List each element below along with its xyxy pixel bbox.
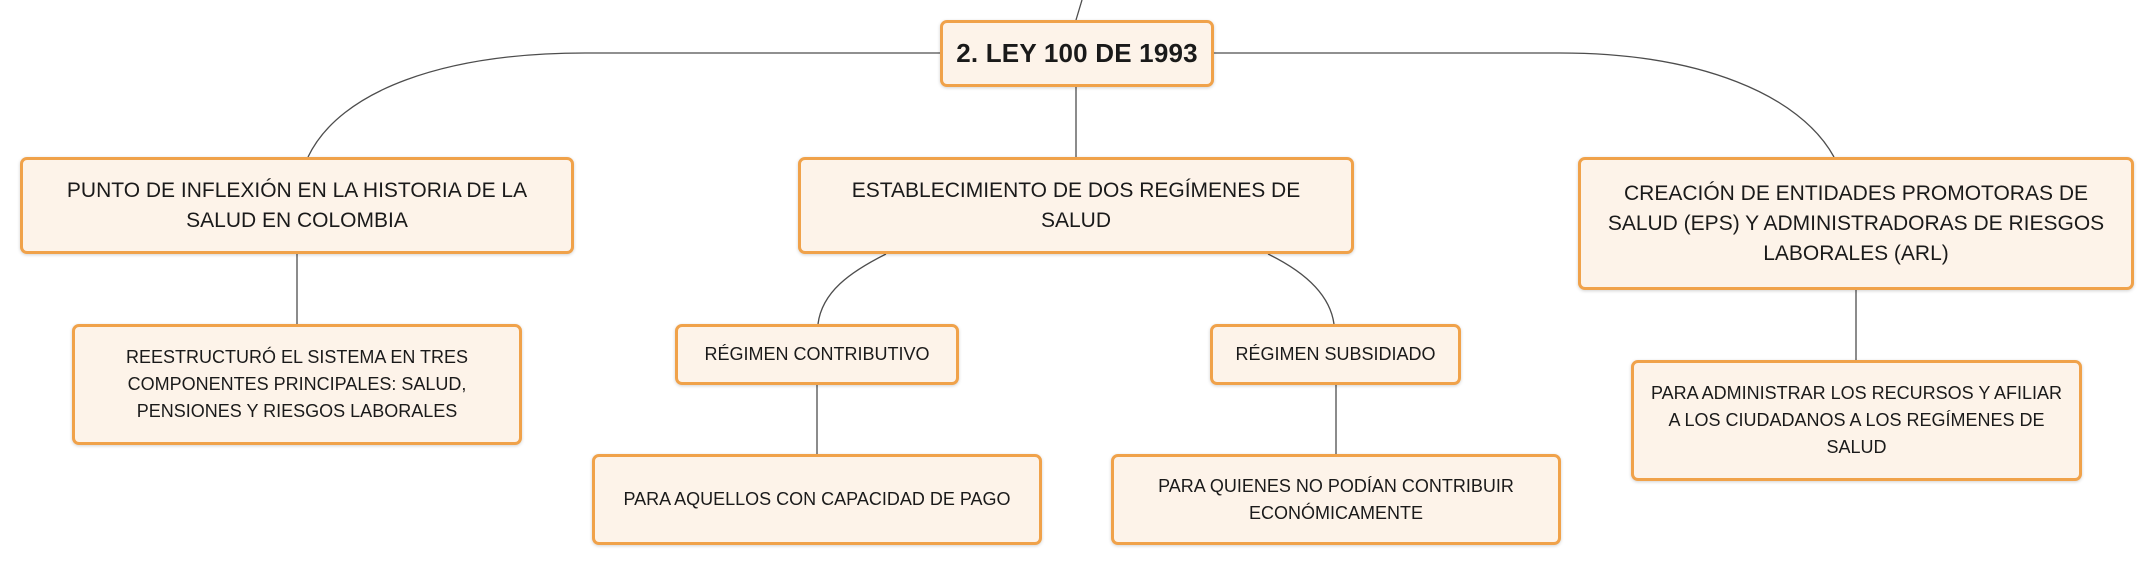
connector-branch2-contributivo: [817, 253, 887, 325]
connector-root-incoming: [1075, 0, 1083, 21]
detail-node-administrar-recursos[interactable]: PARA ADMINISTRAR LOS RECURSOS Y AFILIAR …: [1631, 360, 2082, 481]
connector-root-branch1: [307, 52, 940, 158]
subnode-regimen-subsidiado[interactable]: RÉGIMEN SUBSIDIADO: [1210, 324, 1461, 385]
branch-node-eps-arl[interactable]: CREACIÓN DE ENTIDADES PROMOTORAS DE SALU…: [1578, 157, 2134, 290]
root-node[interactable]: 2. LEY 100 DE 1993: [940, 20, 1214, 87]
subnode-regimen-contributivo-label: RÉGIMEN CONTRIBUTIVO: [704, 344, 930, 364]
root-node-label: 2. LEY 100 DE 1993: [956, 38, 1198, 68]
detail-node-administrar-recursos-label: PARA ADMINISTRAR LOS RECURSOS Y AFILIAR …: [1650, 383, 2063, 457]
detail-node-no-contribuir-label: PARA QUIENES NO PODÍAN CONTRIBUIR ECONÓM…: [1158, 475, 1514, 523]
detail-node-reestructuro-label: REESTRUCTURÓ EL SISTEMA EN TRES COMPONEN…: [125, 347, 469, 421]
subnode-regimen-subsidiado-label: RÉGIMEN SUBSIDIADO: [1235, 344, 1436, 364]
subnode-regimen-contributivo[interactable]: RÉGIMEN CONTRIBUTIVO: [675, 324, 959, 385]
connector-root-branch3: [1214, 52, 1835, 158]
detail-node-no-contribuir[interactable]: PARA QUIENES NO PODÍAN CONTRIBUIR ECONÓM…: [1111, 454, 1561, 545]
branch-node-regimenes-label: ESTABLECIMIENTO DE DOS REGÍMENES DE SALU…: [851, 178, 1301, 232]
branch-node-eps-arl-label: CREACIÓN DE ENTIDADES PROMOTORAS DE SALU…: [1607, 181, 2105, 265]
detail-node-capacidad-pago[interactable]: PARA AQUELLOS CON CAPACIDAD DE PAGO: [592, 454, 1042, 545]
connector-branch2-subsidiado: [1267, 253, 1335, 325]
branch-node-inflexion-label: PUNTO DE INFLEXIÓN EN LA HISTORIA DE LA …: [66, 178, 528, 232]
detail-node-reestructuro[interactable]: REESTRUCTURÓ EL SISTEMA EN TRES COMPONEN…: [72, 324, 522, 445]
branch-node-inflexion[interactable]: PUNTO DE INFLEXIÓN EN LA HISTORIA DE LA …: [20, 157, 574, 254]
detail-node-capacidad-pago-label: PARA AQUELLOS CON CAPACIDAD DE PAGO: [623, 489, 1011, 509]
branch-node-regimenes[interactable]: ESTABLECIMIENTO DE DOS REGÍMENES DE SALU…: [798, 157, 1354, 254]
